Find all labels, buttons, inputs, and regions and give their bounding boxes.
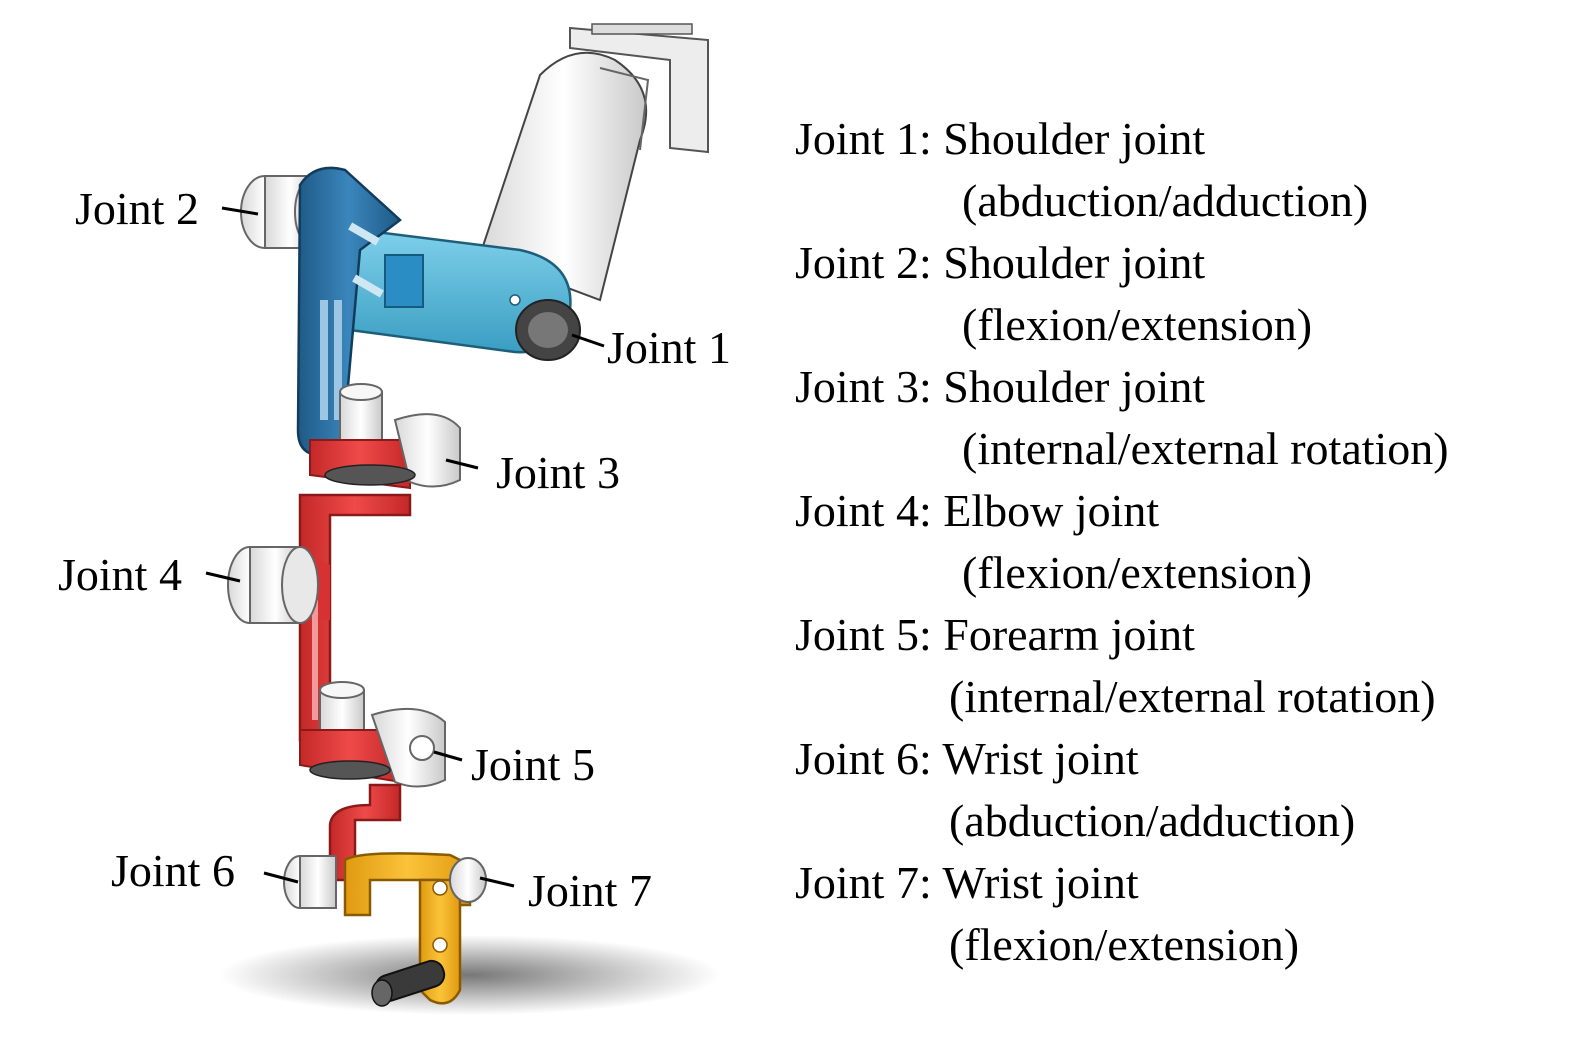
legend-head: Joint 6: Wrist joint — [795, 733, 1139, 784]
legend-detail: (abduction/adduction) — [962, 175, 1369, 226]
joint-legend: Joint 1: Shoulder joint (abduction/adduc… — [795, 108, 1565, 976]
joint6-motor — [283, 855, 337, 909]
leader-joint7 — [479, 876, 515, 888]
callout-joint7: Joint 7 — [528, 865, 652, 916]
legend-head: Joint 5: Forearm joint — [795, 609, 1195, 660]
legend-item-joint2: Joint 2: Shoulder joint (flexion/extensi… — [795, 232, 1565, 356]
callout-joint1: Joint 1 — [607, 322, 731, 373]
legend-head: Joint 2: Shoulder joint — [795, 237, 1206, 288]
joint5-assembly — [299, 681, 446, 788]
legend-item-joint5: Joint 5: Forearm joint (internal/externa… — [795, 604, 1565, 728]
callout-joint4: Joint 4 — [58, 549, 182, 600]
callout-joint3: Joint 3 — [496, 447, 620, 498]
leader-joint3 — [445, 458, 479, 470]
legend-item-joint6: Joint 6: Wrist joint (abduction/adductio… — [795, 728, 1565, 852]
legend-detail: (flexion/extension) — [962, 299, 1313, 350]
legend-item-joint1: Joint 1: Shoulder joint (abduction/adduc… — [795, 108, 1565, 232]
legend-detail: (abduction/adduction) — [949, 795, 1356, 846]
leader-joint1 — [571, 333, 605, 348]
legend-detail: (flexion/extension) — [962, 547, 1313, 598]
exoskeleton-illustration — [205, 23, 720, 1015]
legend-item-joint7: Joint 7: Wrist joint (flexion/extension) — [795, 852, 1565, 976]
legend-head: Joint 1: Shoulder joint — [795, 113, 1206, 164]
legend-item-joint4: Joint 4: Elbow joint (flexion/extension) — [795, 480, 1565, 604]
leader-joint4 — [205, 571, 241, 583]
callout-joint5: Joint 5 — [471, 739, 595, 790]
legend-detail: (internal/external rotation) — [949, 671, 1436, 722]
forearm-link-lower — [328, 783, 402, 882]
floor-shadow — [220, 935, 720, 1015]
mount-bracket — [569, 23, 709, 154]
joint4-motor — [227, 546, 319, 624]
leader-joint2 — [221, 206, 259, 216]
hand-grip — [371, 959, 446, 1007]
leader-joint6 — [263, 871, 299, 884]
legend-detail: (flexion/extension) — [949, 919, 1300, 970]
legend-head: Joint 4: Elbow joint — [795, 485, 1160, 536]
shoulder-plate — [348, 228, 581, 361]
legend-detail: (internal/external rotation) — [962, 423, 1449, 474]
joint3-assembly — [309, 383, 461, 490]
callout-joint2: Joint 2 — [75, 183, 199, 234]
callout-leaders — [205, 206, 605, 888]
legend-item-joint3: Joint 3: Shoulder joint (internal/extern… — [795, 356, 1565, 480]
leader-joint5 — [433, 750, 463, 762]
legend-head: Joint 3: Shoulder joint — [795, 361, 1206, 412]
support-bar — [478, 51, 650, 302]
legend-head: Joint 7: Wrist joint — [795, 857, 1139, 908]
callout-joint6: Joint 6 — [111, 845, 235, 896]
